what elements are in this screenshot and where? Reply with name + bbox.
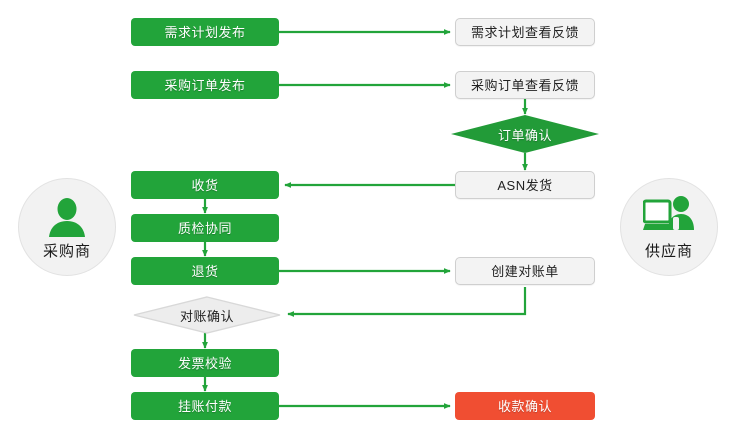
person-at-computer-icon xyxy=(643,193,695,237)
actor-supplier[interactable]: 供应商 xyxy=(620,178,718,276)
node-receive-goods[interactable]: 收货 xyxy=(131,171,279,199)
node-create-statement[interactable]: 创建对账单 xyxy=(455,257,595,285)
node-payable-payment[interactable]: 挂账付款 xyxy=(131,392,279,420)
node-statement-confirm[interactable]: 对账确认 xyxy=(133,296,281,334)
node-receive-goods-label: 收货 xyxy=(191,177,219,193)
node-return-goods[interactable]: 退货 xyxy=(131,257,279,285)
actor-buyer[interactable]: 采购商 xyxy=(18,178,116,276)
node-demand-plan-feedback[interactable]: 需求计划查看反馈 xyxy=(455,18,595,46)
node-po-feedback-label: 采购订单查看反馈 xyxy=(470,77,579,93)
node-create-statement-label: 创建对账单 xyxy=(491,263,559,279)
node-demand-plan-publish-label: 需求计划发布 xyxy=(164,24,246,40)
node-return-goods-label: 退货 xyxy=(191,263,219,279)
node-invoice-check-label: 发票校验 xyxy=(177,355,232,371)
actor-buyer-label: 采购商 xyxy=(42,243,91,260)
actor-supplier-label: 供应商 xyxy=(644,243,693,260)
node-demand-plan-publish[interactable]: 需求计划发布 xyxy=(131,18,279,46)
node-demand-plan-feedback-label: 需求计划查看反馈 xyxy=(470,24,579,40)
node-order-confirm-label: 订单确认 xyxy=(497,127,552,143)
node-order-confirm[interactable]: 订单确认 xyxy=(451,115,599,153)
node-receipt-confirm[interactable]: 收款确认 xyxy=(455,392,595,420)
node-po-feedback[interactable]: 采购订单查看反馈 xyxy=(455,71,595,99)
node-payable-payment-label: 挂账付款 xyxy=(177,398,232,414)
node-invoice-check[interactable]: 发票校验 xyxy=(131,349,279,377)
node-asn-ship-label: ASN发货 xyxy=(497,177,553,193)
node-quality-collab-label: 质检协同 xyxy=(177,220,232,236)
edge-create-statement-to-statement-confirm xyxy=(287,287,527,317)
node-receipt-confirm-label: 收款确认 xyxy=(497,398,552,414)
node-po-publish[interactable]: 采购订单发布 xyxy=(131,71,279,99)
node-asn-ship[interactable]: ASN发货 xyxy=(455,171,595,199)
node-statement-confirm-label: 对账确认 xyxy=(179,308,234,324)
person-icon xyxy=(48,193,86,237)
node-po-publish-label: 采购订单发布 xyxy=(164,77,246,93)
node-quality-collab[interactable]: 质检协同 xyxy=(131,214,279,242)
